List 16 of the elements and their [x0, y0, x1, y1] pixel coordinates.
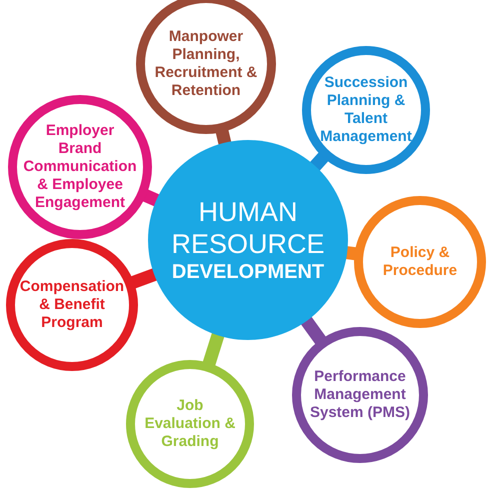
connector-tab [202, 332, 224, 367]
connector-tab [130, 268, 158, 289]
node-label: Employer Brand Communication & Employee Engagement [22, 122, 138, 212]
connector-tab [345, 246, 358, 260]
node-label: Manpower Planning, Recruitment & Retention [154, 28, 258, 100]
node-label: Performance Management System (PMS) [308, 368, 412, 422]
connector-tab [142, 188, 160, 206]
node-label: Compensation & Benefit Program [18, 278, 126, 332]
connector-tab [215, 128, 232, 146]
node-label: Job Evaluation & Grading [144, 397, 236, 451]
node-label: DEVELOPMENT [170, 260, 326, 284]
connector-tab [310, 152, 330, 172]
connector-tab [300, 316, 327, 346]
node-label: Policy & Procedure [382, 244, 458, 280]
node-label: Succession Planning & Talent Management [319, 74, 413, 146]
node-label: HUMAN RESOURCE [170, 196, 326, 260]
